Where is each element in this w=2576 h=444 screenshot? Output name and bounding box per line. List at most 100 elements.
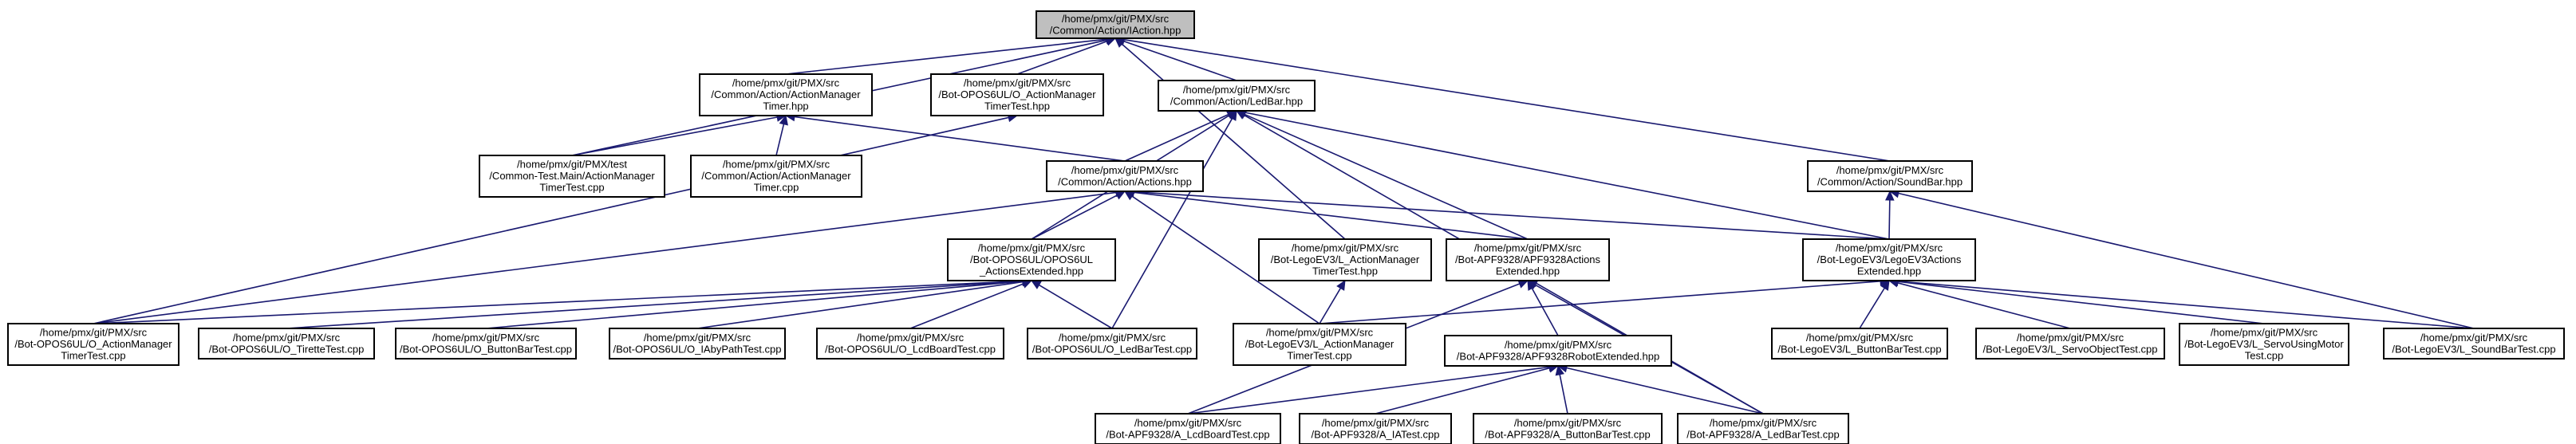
dependency-edge <box>1888 189 2475 329</box>
dependency-edge <box>1888 278 2071 329</box>
edge-line <box>775 124 785 156</box>
node-box <box>395 328 577 360</box>
node-label-line: Timer.cpp <box>754 182 799 194</box>
node-box <box>1258 238 1432 281</box>
node-label-line: /home/pmx/git/PMX/src <box>233 332 341 344</box>
file-node[interactable]: /home/pmx/git/PMX/src/Bot-OPOS6UL/O_IAby… <box>609 328 786 360</box>
file-node[interactable]: /home/pmx/git/PMX/src/Bot-LegoEV3/L_Butt… <box>1771 328 1948 360</box>
node-label-line: Extended.hpp <box>1496 265 1560 277</box>
dependency-edge <box>1235 110 1529 240</box>
file-node[interactable]: /home/pmx/git/PMX/src/Bot-OPOS6UL/O_LcdB… <box>816 328 1004 360</box>
node-label-line: /home/pmx/git/PMX/src <box>2017 332 2124 344</box>
dependency-edge <box>1319 279 1346 324</box>
node-label-line: /Bot-APF9328/APF9328RobotExtended.hpp <box>1457 350 1659 362</box>
node-label-line: /Bot-APF9328/A_LcdBoardTest.cpp <box>1106 428 1269 440</box>
node-label-line: /home/pmx/git/PMX/src <box>1710 417 1817 429</box>
file-node[interactable]: /home/pmx/git/PMX/src/Bot-APF9328/APF932… <box>1444 335 1672 367</box>
file-node[interactable]: /home/pmx/git/PMX/src/Bot-LegoEV3/L_Acti… <box>1258 238 1432 281</box>
node-box <box>1158 80 1316 112</box>
node-label-line: /Bot-OPOS6UL/O_ButtonBarTest.cpp <box>400 343 572 355</box>
node-label-line: /home/pmx/git/PMX/src <box>432 332 540 344</box>
file-node[interactable]: /home/pmx/git/PMX/src/Common/Action/LedB… <box>1158 80 1316 112</box>
file-node[interactable]: /home/pmx/git/PMX/src/Bot-OPOS6UL/O_Acti… <box>7 323 179 366</box>
node-label-line: /Bot-OPOS6UL/O_TiretteTest.cpp <box>209 343 365 355</box>
edge-arrowhead <box>1030 280 1042 289</box>
node-label-line: /home/pmx/git/PMX/src <box>1505 339 1612 351</box>
edge-line <box>1566 367 1764 415</box>
dependency-edge <box>1375 363 1560 415</box>
file-node[interactable]: /home/pmx/git/PMX/src/Bot-OPOS6UL/O_Tire… <box>198 328 375 360</box>
edge-line <box>1031 194 1118 240</box>
file-node[interactable]: /home/pmx/git/PMX/src/Bot-LegoEV3/L_Soun… <box>2383 328 2565 360</box>
node-label-line: TimerTest.hpp <box>1312 265 1378 277</box>
node-box <box>690 155 862 198</box>
file-node[interactable]: /home/pmx/git/PMX/src/Bot-LegoEV3/L_Serv… <box>1975 328 2165 360</box>
node-label-line: /Bot-LegoEV3/L_ButtonBarTest.cpp <box>1777 343 1941 355</box>
node-label-line: /home/pmx/git/PMX/src <box>1474 242 1582 254</box>
node-label-line: TimerTest.hpp <box>984 100 1050 112</box>
edge-line <box>696 281 1024 329</box>
edge-line <box>1133 191 1890 240</box>
edge-arrowhead <box>1114 37 1126 48</box>
file-node[interactable]: /home/pmx/git/PMX/src/Bot-LegoEV3/L_Serv… <box>2179 323 2349 366</box>
file-node[interactable]: /home/pmx/git/PMX/src/Bot-APF9328/A_LedB… <box>1677 413 1849 444</box>
file-node[interactable]: /home/pmx/git/PMX/src/Bot-APF9328/A_IATe… <box>1299 413 1452 444</box>
edge-line <box>1245 112 1890 240</box>
dependency-edge <box>485 277 1033 329</box>
file-node[interactable]: /home/pmx/git/PMX/src/Bot-APF9328/A_Butt… <box>1473 413 1663 444</box>
node-box <box>609 328 786 360</box>
dependency-edge <box>571 112 787 156</box>
node-label-line: /Bot-OPOS6UL/O_ActionManager <box>14 338 172 350</box>
node-label-line: /home/pmx/git/PMX/src <box>644 332 751 344</box>
node-label-line: /Common/Action/ActionManager <box>711 88 861 100</box>
file-node[interactable]: /home/pmx/git/PMX/src/Bot-OPOS6UL/OPOS6U… <box>947 238 1116 281</box>
root-file-node[interactable]: /home/pmx/git/PMX/src/Common/Action/IAct… <box>1036 10 1195 39</box>
file-node[interactable]: /home/pmx/git/PMX/src/Common/Action/Soun… <box>1807 160 1973 192</box>
node-label-line: /home/pmx/git/PMX/src <box>978 242 1086 254</box>
node-box <box>1233 323 1406 366</box>
edge-arrowhead <box>1880 279 1890 291</box>
node-label-line: /Bot-OPOS6UL/O_LcdBoardTest.cpp <box>825 343 996 355</box>
dependency-edge <box>1124 110 1238 162</box>
dependency-edge <box>775 114 788 156</box>
edge-line <box>909 283 1024 329</box>
file-node[interactable]: /home/pmx/git/PMX/src/Bot-LegoEV3/LegoEV… <box>1802 238 1976 281</box>
file-node[interactable]: /home/pmx/git/PMX/src/Bot-OPOS6UL/O_LedB… <box>1027 328 1197 360</box>
node-label-line: Extended.hpp <box>1857 265 1921 277</box>
node-label-line: /home/pmx/git/PMX/src <box>1322 417 1430 429</box>
node-label-line: /home/pmx/git/PMX/src <box>1806 332 1914 344</box>
edge-line <box>1121 43 1346 240</box>
node-label-line: /home/pmx/git/PMX/src <box>1836 242 1943 254</box>
dependency-edge <box>1556 363 1764 415</box>
file-node[interactable]: /home/pmx/git/PMX/src/Bot-OPOS6UL/O_Acti… <box>930 73 1104 116</box>
dependency-edge <box>1319 277 1891 324</box>
edge-line <box>93 191 1117 324</box>
node-label-line: /Bot-OPOS6UL/OPOS6UL <box>970 253 1093 265</box>
dependency-edge <box>1885 190 1895 240</box>
dependency-edge <box>1859 279 1890 329</box>
file-node[interactable]: /home/pmx/git/PMX/test/Common-Test.Main/… <box>479 155 665 198</box>
node-label-line: TimerTest.cpp <box>539 182 604 194</box>
dependency-edge <box>784 112 1126 162</box>
node-label-line: /home/pmx/git/PMX/src <box>1514 417 1622 429</box>
file-node[interactable]: /home/pmx/git/PMX/src/Common/Action/Acti… <box>690 155 862 198</box>
dependency-edge <box>1888 277 2475 329</box>
node-box <box>2179 323 2349 366</box>
edge-line <box>1897 282 2071 329</box>
dependency-edge <box>1114 37 1237 81</box>
node-box <box>1036 10 1195 39</box>
file-node[interactable]: /home/pmx/git/PMX/src/Bot-OPOS6UL/O_Butt… <box>395 328 577 360</box>
file-node[interactable]: /home/pmx/git/PMX/src/Bot-LegoEV3/L_Acti… <box>1233 323 1406 366</box>
node-box <box>1095 413 1281 444</box>
file-node[interactable]: /home/pmx/git/PMX/src/Bot-APF9328/APF932… <box>1446 238 1610 281</box>
edge-line <box>1319 281 1881 324</box>
edge-line <box>794 116 1126 162</box>
node-label-line: /Bot-APF9328/APF9328Actions <box>1455 253 1601 265</box>
edge-line <box>1859 287 1885 329</box>
node-label-line: /home/pmx/git/PMX/test <box>517 159 627 171</box>
edge-line <box>1375 367 1550 415</box>
file-node[interactable]: /home/pmx/git/PMX/src/Bot-APF9328/A_LcdB… <box>1095 413 1281 444</box>
file-node[interactable]: /home/pmx/git/PMX/src/Common/Action/Acti… <box>699 73 873 116</box>
file-node[interactable]: /home/pmx/git/PMX/src/Common/Action/Acti… <box>1046 160 1204 192</box>
node-label-line: /Bot-OPOS6UL/O_IAbyPathTest.cpp <box>613 343 782 355</box>
